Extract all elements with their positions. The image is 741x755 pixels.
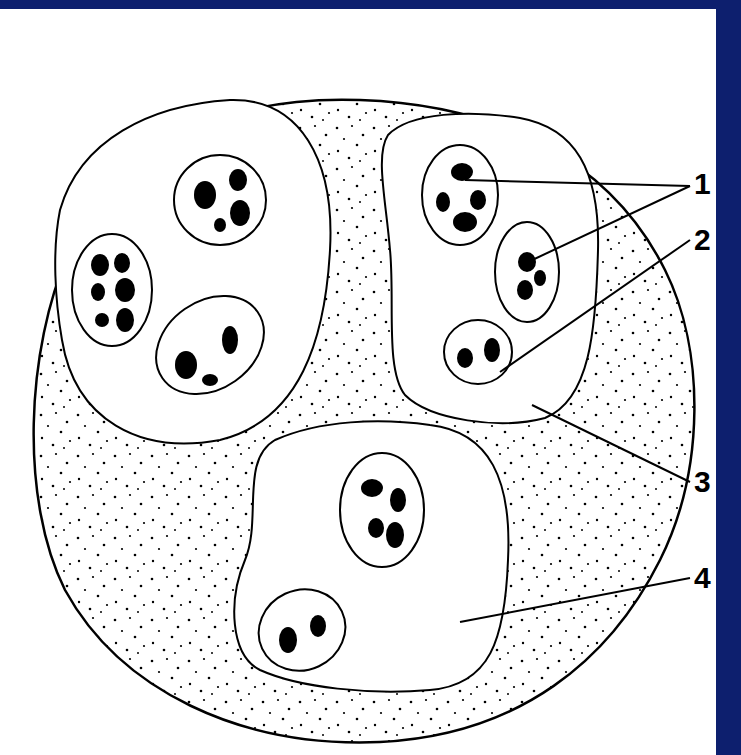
- axons: [91, 163, 546, 653]
- epineurium: [34, 100, 695, 743]
- callout-number: 1: [694, 169, 711, 199]
- fascicle: [55, 100, 330, 443]
- leader-lines: [460, 180, 690, 622]
- side-bar: [716, 0, 741, 755]
- callout-number: 3: [694, 467, 711, 497]
- callout-number: 2: [694, 225, 711, 255]
- nerve-bundles: [72, 145, 559, 685]
- fascicle: [382, 114, 598, 423]
- fascicle: [234, 421, 508, 691]
- callout-number: 4: [694, 563, 711, 593]
- top-bar: [0, 0, 741, 9]
